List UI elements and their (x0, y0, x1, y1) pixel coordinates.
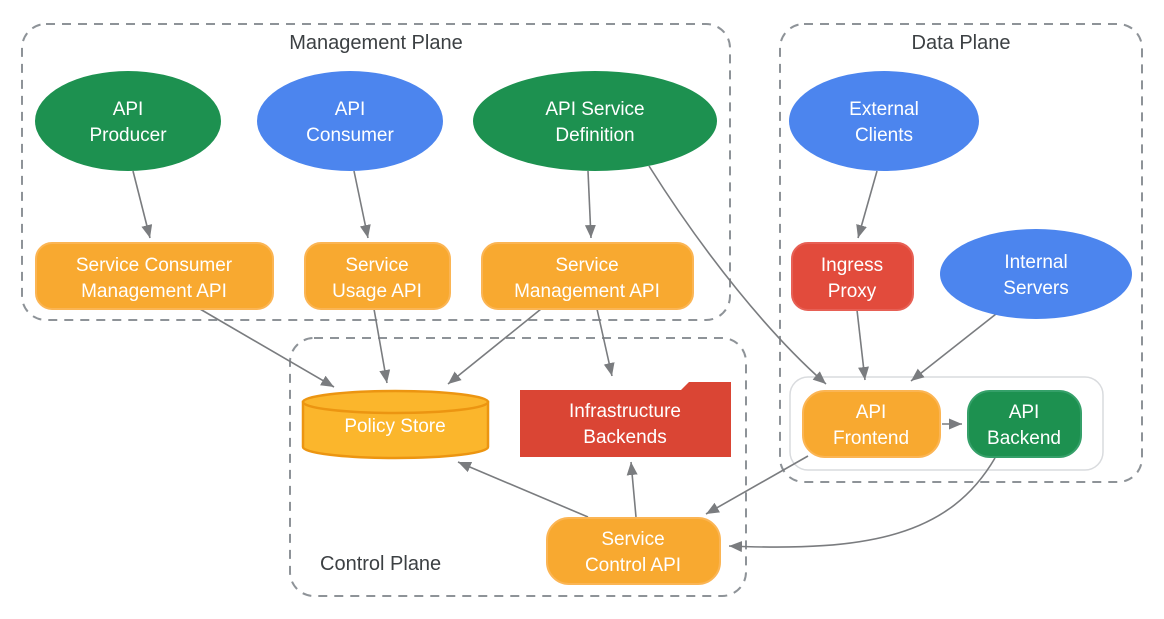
ingress-proxy-shape (791, 242, 914, 311)
plane-data: Data Plane (779, 23, 1143, 483)
service-management-api-label-line2: Management API (514, 281, 660, 302)
policy-store-body (301, 400, 490, 460)
api-frontend-label-line2: Frontend (833, 428, 909, 449)
api-service-definition-shape (473, 71, 717, 171)
management-plane-label: Management Plane (289, 32, 462, 54)
edge-service-management-api-to-infrastructure-backends (596, 308, 615, 377)
edge-api-frontend-to-service-control-api (705, 455, 809, 515)
external-clients-shape (789, 71, 979, 171)
node-infrastructure-backends: Infrastructure Backends (520, 382, 731, 457)
node-api-producer: API Producer (35, 71, 221, 171)
policy-store-label: Policy Store (344, 416, 445, 437)
policy-store-rim (301, 389, 490, 415)
api-service-definition-label-line1: API Service (545, 99, 644, 120)
edge-api-service-definition-to-api-frontend (648, 165, 827, 385)
service-consumer-management-api-label-line1: Service Consumer (76, 255, 233, 276)
node-internal-servers: Internal Servers (940, 229, 1132, 319)
api-backend-shape (967, 390, 1082, 458)
plane-control: Control Plane (289, 337, 747, 597)
node-policy-store: Policy Store (301, 389, 490, 460)
infrastructure-backends-shape (520, 382, 731, 457)
ingress-proxy-label-line2: Proxy (828, 281, 877, 302)
service-management-api-shape (481, 242, 694, 310)
external-clients-label-line2: Clients (855, 125, 913, 146)
node-service-management-api: Service Management API (481, 242, 694, 310)
service-control-api-shape (546, 517, 721, 585)
control-plane-label: Control Plane (320, 553, 441, 575)
data-plane-label: Data Plane (912, 32, 1011, 54)
service-management-api-label-line1: Service (555, 255, 618, 276)
node-api-consumer: API Consumer (257, 71, 443, 171)
internal-servers-shape (940, 229, 1132, 319)
service-control-api-label-line1: Service (601, 529, 664, 550)
api-producer-label-line1: API (113, 99, 144, 120)
service-usage-api-label-line2: Usage API (332, 281, 422, 302)
node-service-control-api: Service Control API (546, 517, 721, 585)
api-consumer-shape (257, 71, 443, 171)
node-external-clients: External Clients (789, 71, 979, 171)
control-plane-box (289, 337, 747, 597)
edges (132, 165, 997, 553)
edge-service-control-api-to-policy-store (457, 461, 589, 518)
api-consumer-label-line2: Consumer (306, 125, 394, 146)
edge-service-consumer-management-api-to-policy-store (199, 308, 335, 388)
api-frontend-shape (802, 390, 941, 458)
node-api-service-definition: API Service Definition (473, 71, 717, 171)
api-backend-label-line2: Backend (987, 428, 1061, 449)
service-usage-api-label-line1: Service (345, 255, 408, 276)
internal-servers-label-line1: Internal (1004, 252, 1067, 273)
ingress-proxy-label-line1: Ingress (821, 255, 883, 276)
api-producer-shape (35, 71, 221, 171)
service-control-api-label-line2: Control API (585, 555, 681, 576)
node-service-usage-api: Service Usage API (304, 242, 451, 310)
api-service-definition-label-line2: Definition (555, 125, 634, 146)
infrastructure-backends-label-line1: Infrastructure (569, 401, 681, 422)
node-api-backend: API Backend (967, 390, 1082, 458)
api-producer-label-line2: Producer (89, 125, 167, 146)
external-clients-label-line1: External (849, 99, 919, 120)
edge-api-service-definition-to-service-management-api (584, 170, 596, 239)
service-usage-api-shape (304, 242, 451, 310)
node-api-frontend: API Frontend (802, 390, 941, 458)
edge-ingress-proxy-to-api-frontend (856, 309, 869, 381)
internal-servers-label-line2: Servers (1003, 278, 1068, 299)
infrastructure-backends-label-line2: Backends (583, 427, 666, 448)
node-ingress-proxy: Ingress Proxy (791, 242, 914, 311)
service-consumer-management-api-label-line2: Management API (81, 281, 227, 302)
edge-service-control-api-to-infrastructure-backends (626, 461, 638, 518)
node-service-consumer-management-api: Service Consumer Management API (35, 242, 274, 310)
api-frontend-label-line1: API (856, 402, 887, 423)
edge-service-management-api-to-policy-store (447, 308, 542, 385)
api-backend-label-line1: API (1009, 402, 1040, 423)
edge-external-clients-to-ingress-proxy (856, 170, 878, 239)
edge-api-backend-to-service-control-api (728, 457, 996, 553)
api-consumer-label-line1: API (335, 99, 366, 120)
edge-service-usage-api-to-policy-store (373, 308, 391, 384)
edge-api-consumer-to-service-usage-api (353, 170, 371, 239)
edge-internal-servers-to-api-frontend (910, 313, 997, 382)
edge-api-producer-to-service-consumer-management-api (132, 170, 153, 239)
service-consumer-management-api-shape (35, 242, 274, 310)
